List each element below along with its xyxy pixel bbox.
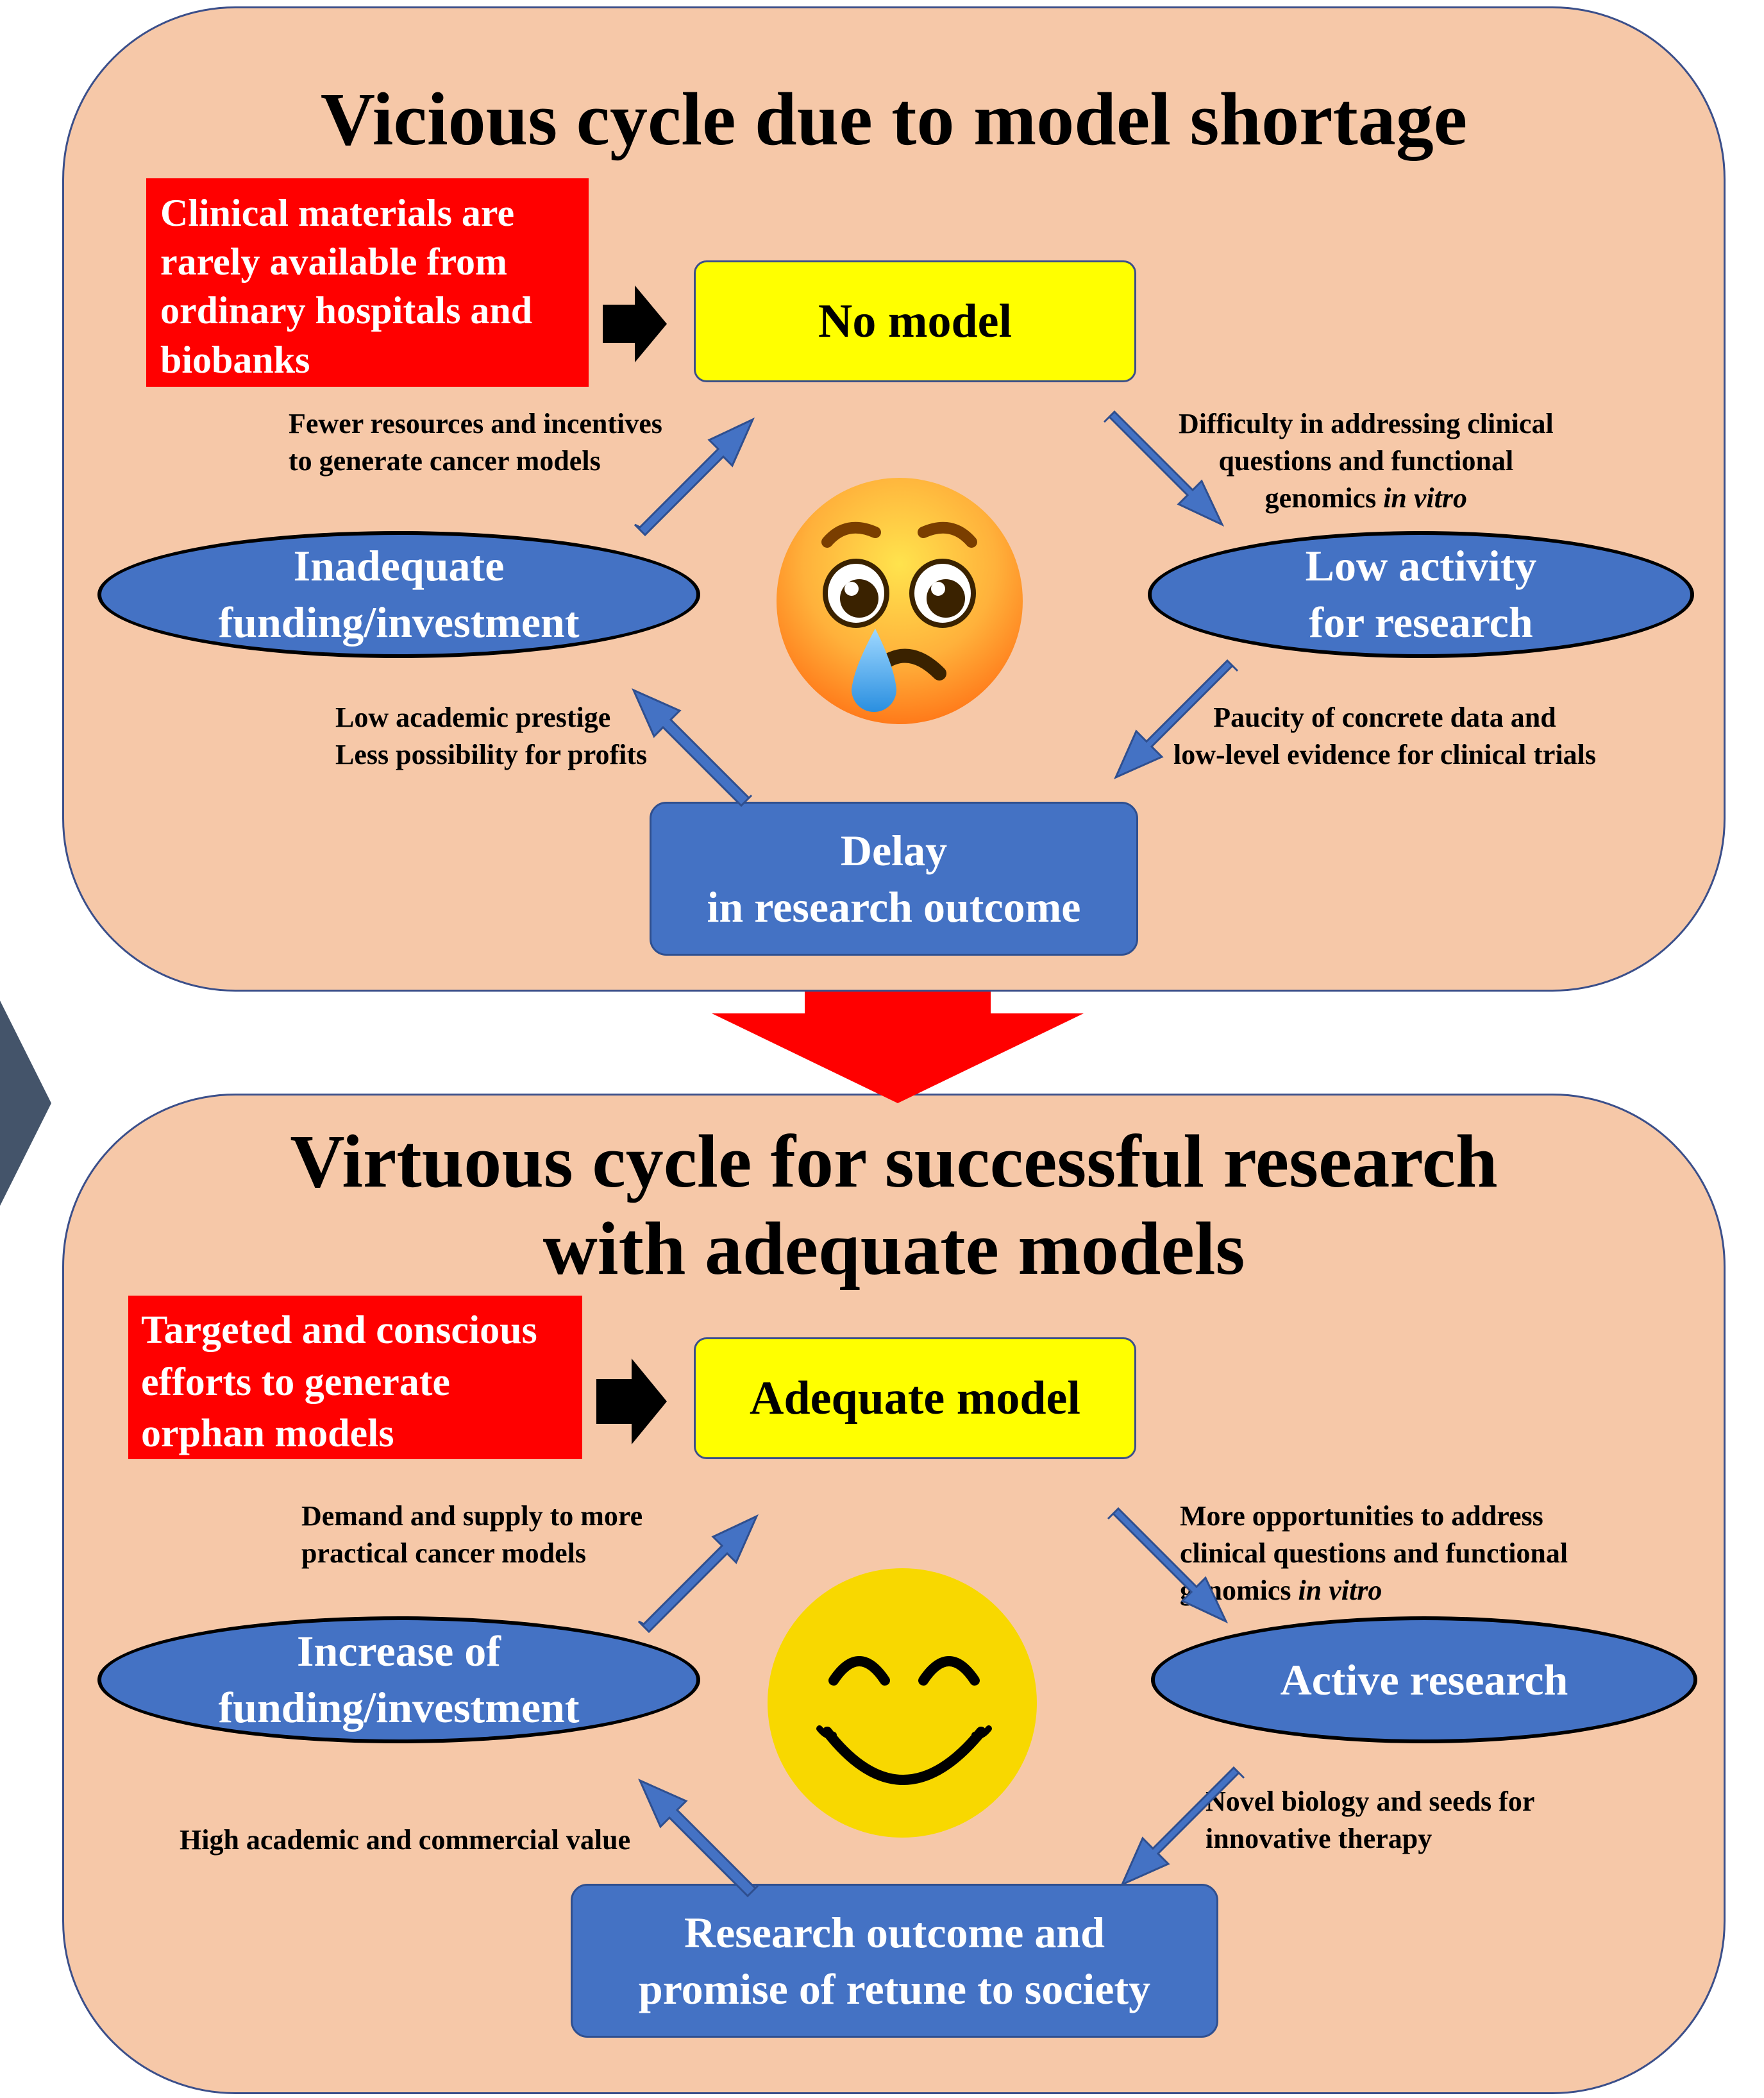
transition-arrow-icon bbox=[712, 992, 1084, 1103]
vicious-arrow-bottom-right-icon bbox=[1114, 659, 1239, 779]
active-research-label: Active research bbox=[1280, 1655, 1568, 1704]
vicious-note-bottom-left: Low academic prestige Less possibility f… bbox=[335, 702, 648, 771]
virtuous-arrow-top-right-icon bbox=[1107, 1507, 1229, 1624]
vicious-note-top-left: Fewer resources and incentives to genera… bbox=[289, 408, 662, 477]
increase-funding-ellipse bbox=[97, 1616, 700, 1743]
low-activity-ellipse bbox=[1148, 531, 1694, 658]
adequate-model-box: Adequate model bbox=[694, 1337, 1136, 1459]
virtuous-note-top-right: More opportunities to address clinical q… bbox=[1180, 1500, 1568, 1607]
virtuous-cause-box: Targeted and conscious efforts to genera… bbox=[128, 1296, 582, 1459]
virtuous-note-top-left: Demand and supply to more practical canc… bbox=[301, 1500, 643, 1569]
virtuous-arrow-top-left-icon bbox=[637, 1514, 759, 1634]
virtuous-note-bottom-left: High academic and commercial value bbox=[180, 1824, 631, 1856]
vicious-title: Vicious cycle due to model shortage bbox=[320, 77, 1468, 161]
increase-funding-label: Increase of funding/investment bbox=[218, 1627, 580, 1732]
low-activity-label: Low activity for research bbox=[1305, 541, 1537, 647]
vicious-note-bottom-right: Paucity of concrete data and low-level e… bbox=[1173, 702, 1597, 771]
virtuous-title-line2: with adequate models bbox=[542, 1206, 1245, 1290]
virtuous-black-arrow-icon bbox=[596, 1358, 667, 1444]
delay-box: Delay in research outcome bbox=[650, 802, 1138, 956]
smiling-face-icon bbox=[768, 1568, 1037, 1838]
vicious-arrow-top-left-icon bbox=[634, 417, 755, 537]
no-model-box: No model bbox=[694, 260, 1136, 382]
research-outcome-box: Research outcome and promise of retune t… bbox=[571, 1884, 1218, 2038]
vicious-arrow-top-right-icon bbox=[1103, 410, 1225, 527]
crying-face-icon bbox=[777, 478, 1023, 724]
vicious-arrow-bottom-left-icon bbox=[632, 688, 753, 808]
vicious-cause-box: Clinical materials are rarely available … bbox=[146, 178, 589, 387]
vicious-black-arrow-icon bbox=[603, 285, 667, 362]
inadequate-funding-ellipse bbox=[97, 531, 700, 658]
virtuous-note-bottom-right: Novel biology and seeds for innovative t… bbox=[1205, 1786, 1535, 1855]
active-research-ellipse bbox=[1151, 1616, 1697, 1743]
inadequate-funding-label: Inadequate funding/investment bbox=[218, 541, 580, 647]
vicious-note-top-right: Difficulty in addressing clinical questi… bbox=[1179, 408, 1554, 514]
virtuous-title-line1: Virtuous cycle for successful research bbox=[290, 1119, 1498, 1203]
virtuous-arrow-bottom-right-icon bbox=[1120, 1766, 1245, 1886]
virtuous-arrow-bottom-left-icon bbox=[638, 1779, 759, 1898]
